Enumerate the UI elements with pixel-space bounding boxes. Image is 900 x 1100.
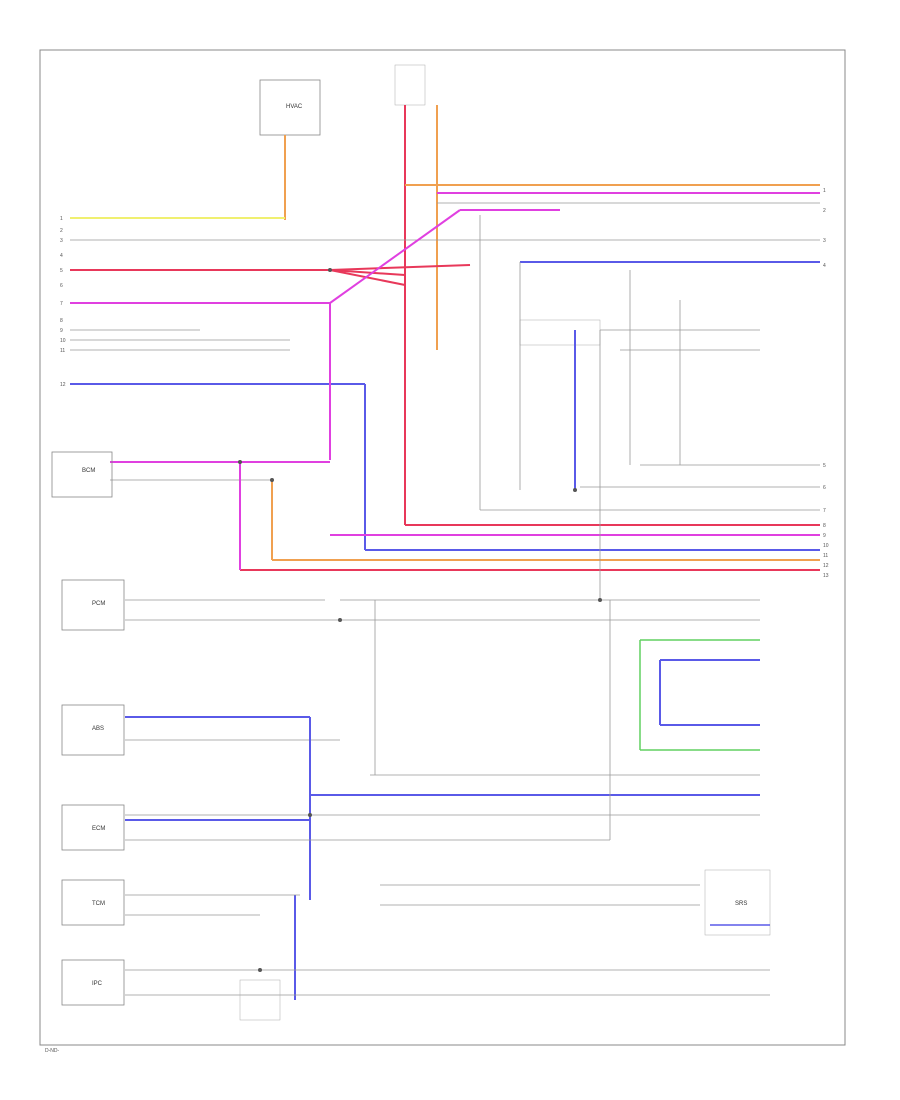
fuse-box-top [259, 79, 321, 136]
wire-red-fan-3 [329, 269, 406, 286]
right-pin-label: 4 [823, 263, 826, 269]
splice-1 [328, 268, 332, 272]
splice-5 [338, 618, 342, 622]
splice-6 [308, 813, 312, 817]
right-pin-label: 13 [823, 573, 829, 579]
right-pin-label: 11 [823, 553, 828, 559]
left-pin-label: 8 [60, 318, 63, 324]
module-left-5 [61, 879, 125, 926]
left-pin-label: 12 [60, 382, 66, 388]
module-label-5: TCM [92, 901, 105, 907]
module-label-6: IPC [92, 981, 103, 987]
wire-red-fan-1 [329, 264, 471, 271]
splice-8 [598, 598, 602, 602]
left-pin-label: 7 [60, 301, 63, 307]
splice-4 [573, 488, 577, 492]
left-pin-label: 9 [60, 328, 63, 334]
wire-red-fan-2 [329, 269, 406, 276]
module-label-4: ECM [92, 826, 105, 832]
splice-2 [238, 460, 242, 464]
right-pin-label: 1 [823, 188, 826, 194]
module-label-8: SRS [735, 901, 747, 907]
left-pin-label: 10 [60, 338, 66, 344]
diagram-border [39, 49, 846, 1046]
module-left-1 [51, 451, 113, 498]
left-pin-label: 4 [60, 253, 63, 259]
module-left-3 [61, 704, 125, 756]
left-pin-label: 6 [60, 283, 63, 289]
right-pin-label: 10 [823, 543, 829, 549]
relay-center [519, 319, 601, 346]
module-left-4 [61, 804, 125, 851]
right-pin-label: 6 [823, 485, 826, 491]
corner-label: D-ND- [45, 1048, 59, 1054]
splice-3 [270, 478, 274, 482]
left-pin-label: 11 [60, 348, 65, 354]
right-pin-label: 7 [823, 508, 826, 514]
left-pin-label: 1 [60, 216, 63, 222]
right-pin-label: 9 [823, 533, 826, 539]
right-pin-label: 5 [823, 463, 826, 469]
wire-pink-upper [329, 209, 461, 304]
module-label-1: BCM [82, 468, 95, 474]
module-left-6 [61, 959, 125, 1006]
right-pin-label: 2 [823, 208, 826, 214]
connector-bottom-right [704, 869, 771, 936]
right-pin-label: 12 [823, 563, 829, 569]
left-pin-label: 5 [60, 268, 63, 274]
right-pin-label: 8 [823, 523, 826, 529]
connector-top-center [394, 64, 426, 106]
right-pin-label: 3 [823, 238, 826, 244]
left-pin-label: 2 [60, 228, 63, 234]
left-pin-label: 3 [60, 238, 63, 244]
module-label-7: HVAC [286, 104, 303, 110]
splice-7 [258, 968, 262, 972]
ground-block [239, 979, 281, 1021]
module-label-2: PCM [92, 601, 105, 607]
module-left-2 [61, 579, 125, 631]
module-label-3: ABS [92, 726, 104, 732]
